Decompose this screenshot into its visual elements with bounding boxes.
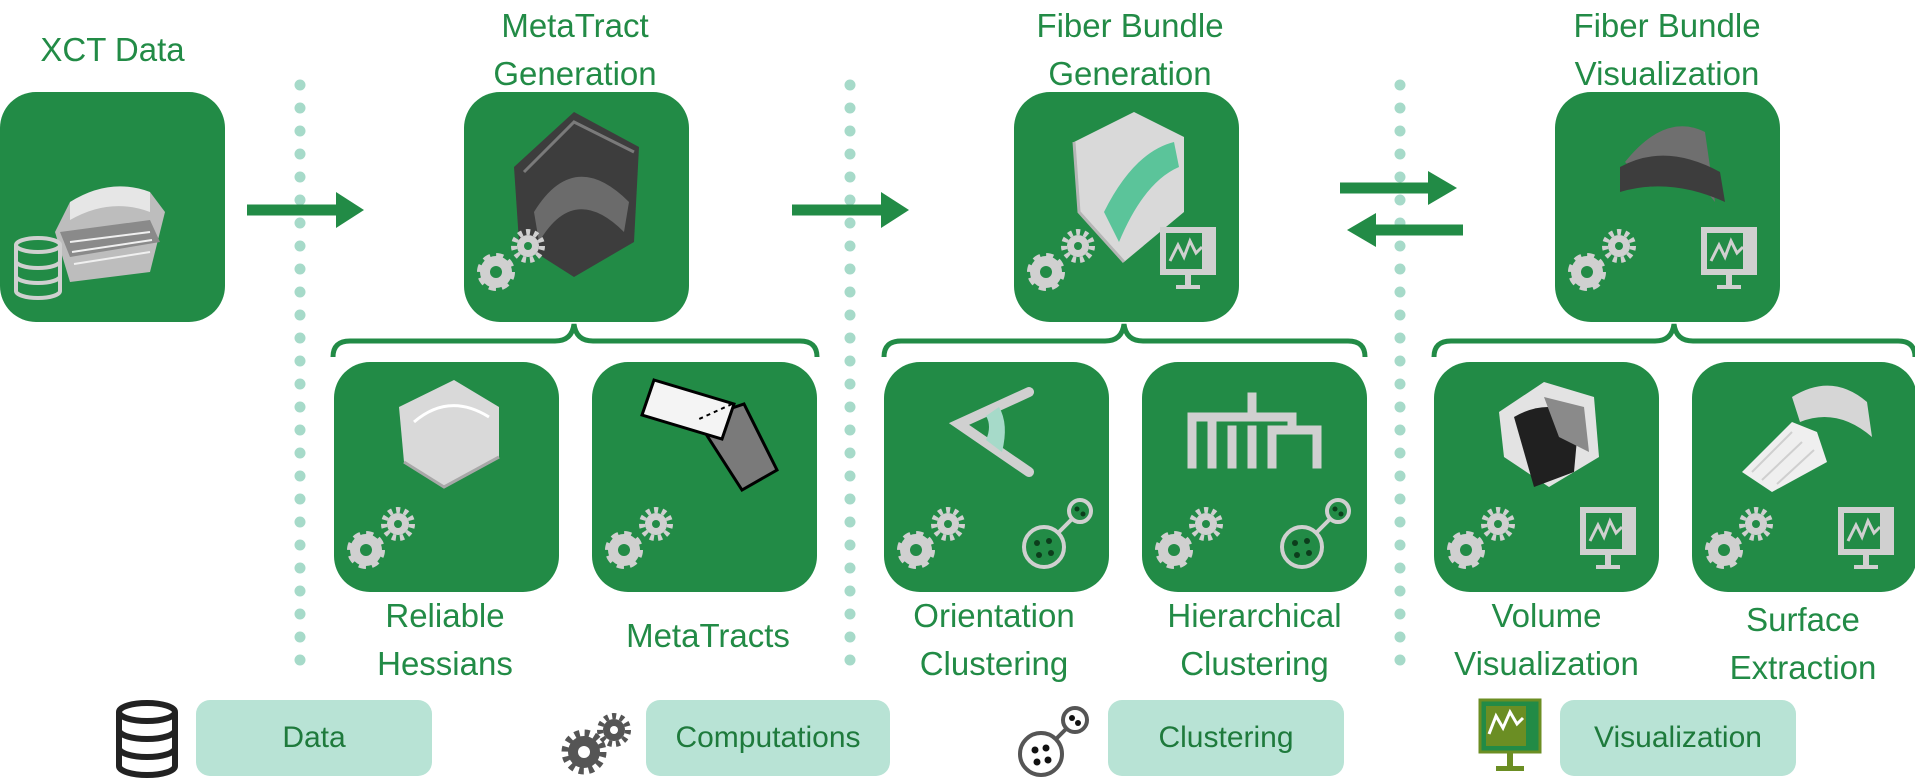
legend-computations: Computations bbox=[646, 700, 890, 776]
legend-database-icon bbox=[116, 700, 178, 778]
visualization-icon bbox=[1699, 225, 1759, 291]
legend-clustering-icon bbox=[1018, 706, 1089, 777]
xct-title: XCT Data bbox=[40, 31, 185, 68]
gears-icon bbox=[1571, 232, 1633, 288]
clustering-icon bbox=[1280, 498, 1351, 569]
angle-icon bbox=[948, 387, 1034, 477]
metatract-volume-image bbox=[514, 112, 639, 277]
hierarchical-clustering-line2: Clustering bbox=[1180, 645, 1329, 682]
visualization-icon bbox=[1836, 505, 1896, 571]
visualization-icon bbox=[1158, 225, 1218, 291]
bundle-vis-title-line2: Visualization bbox=[1574, 55, 1760, 92]
arrow-vis-to-bundle bbox=[1347, 213, 1463, 247]
arrow-bundle-to-vis bbox=[1340, 171, 1457, 205]
surface-extraction-box bbox=[1692, 362, 1915, 592]
reliable-hessians-line1: Reliable bbox=[385, 597, 505, 634]
legend-data-label: Data bbox=[282, 721, 346, 754]
stage-title-xct-data: XCT Data bbox=[0, 26, 225, 74]
metatract-title-line2: Generation bbox=[493, 55, 657, 92]
surface-extraction-line1: Surface bbox=[1746, 601, 1860, 638]
dendrogram-icon bbox=[1187, 392, 1322, 469]
metatract-title-line1: MetaTract bbox=[501, 7, 649, 44]
brace-metatract bbox=[330, 323, 820, 358]
substep-label-reliable-hessians: Reliable Hessians bbox=[330, 592, 560, 688]
volume-visualization-line1: Volume bbox=[1491, 597, 1602, 634]
legend-gears-icon bbox=[560, 698, 640, 778]
metatracts-line1: MetaTracts bbox=[626, 617, 790, 654]
legend-clustering-label: Clustering bbox=[1158, 721, 1294, 754]
gears-icon bbox=[1158, 510, 1220, 566]
stage-title-metatract-generation: MetaTract Generation bbox=[440, 2, 710, 98]
fiber-bundle-visualization-box bbox=[1555, 92, 1780, 322]
gears-icon bbox=[350, 510, 412, 566]
reliable-hessians-box bbox=[334, 362, 559, 592]
gears-icon bbox=[1708, 510, 1770, 566]
volume-visualization-box bbox=[1434, 362, 1659, 592]
clustering-icon bbox=[1022, 498, 1093, 569]
metatracts-box bbox=[592, 362, 817, 592]
stage-title-fiber-bundle-generation: Fiber Bundle Generation bbox=[990, 2, 1270, 98]
database-icon bbox=[14, 236, 62, 300]
gears-icon bbox=[480, 232, 542, 288]
visualization-icon bbox=[1578, 505, 1638, 571]
substep-label-volume-visualization: Volume Visualization bbox=[1424, 592, 1669, 688]
hessians-volume-image bbox=[399, 380, 500, 489]
gears-icon bbox=[1030, 232, 1092, 288]
arrow-xct-to-metatract bbox=[247, 192, 364, 228]
orientation-clustering-box bbox=[884, 362, 1109, 592]
substep-label-surface-extraction: Surface Extraction bbox=[1692, 596, 1914, 692]
legend-clustering: Clustering bbox=[1108, 700, 1344, 776]
substep-label-hierarchical-clustering: Hierarchical Clustering bbox=[1132, 592, 1377, 688]
orientation-clustering-line2: Clustering bbox=[919, 645, 1069, 682]
hierarchical-clustering-box bbox=[1142, 362, 1367, 592]
legend-computations-label: Computations bbox=[675, 721, 861, 754]
surface-mesh-image bbox=[1742, 385, 1872, 492]
bundle-gen-title-line2: Generation bbox=[1048, 55, 1212, 92]
legend-visualization: Visualization bbox=[1560, 700, 1796, 776]
substep-label-metatracts: MetaTracts bbox=[588, 612, 828, 660]
brace-bundle-gen bbox=[881, 323, 1368, 358]
orientation-clustering-line1: Orientation bbox=[913, 597, 1075, 634]
surface-extraction-line2: Extraction bbox=[1729, 649, 1877, 686]
volume-visualization-line2: Visualization bbox=[1454, 645, 1639, 682]
metatract-prism-image bbox=[640, 378, 779, 493]
xct-volume-image bbox=[55, 186, 165, 282]
gears-icon bbox=[608, 510, 670, 566]
metatract-generation-box bbox=[464, 92, 689, 322]
bundle-generation-image bbox=[1072, 112, 1184, 264]
reliable-hessians-line2: Hessians bbox=[377, 645, 513, 682]
legend-visualization-icon bbox=[1478, 698, 1542, 771]
bundle-vis-title-line1: Fiber Bundle bbox=[1573, 7, 1761, 44]
gears-icon bbox=[900, 510, 962, 566]
substep-label-orientation-clustering: Orientation Clustering bbox=[874, 592, 1114, 688]
volume-render-image bbox=[1499, 382, 1599, 487]
xct-data-box bbox=[0, 92, 225, 322]
arrow-metatract-to-bundle bbox=[792, 192, 909, 228]
brace-bundle-vis bbox=[1431, 323, 1915, 358]
bundle-gen-title-line1: Fiber Bundle bbox=[1036, 7, 1224, 44]
legend-visualization-label: Visualization bbox=[1594, 721, 1762, 754]
hierarchical-clustering-line1: Hierarchical bbox=[1167, 597, 1342, 634]
gears-icon bbox=[1450, 510, 1512, 566]
stage-title-fiber-bundle-visualization: Fiber Bundle Visualization bbox=[1527, 2, 1807, 98]
legend-data: Data bbox=[196, 700, 432, 776]
bundle-visualization-image bbox=[1620, 126, 1725, 202]
fiber-bundle-generation-box bbox=[1014, 92, 1239, 322]
